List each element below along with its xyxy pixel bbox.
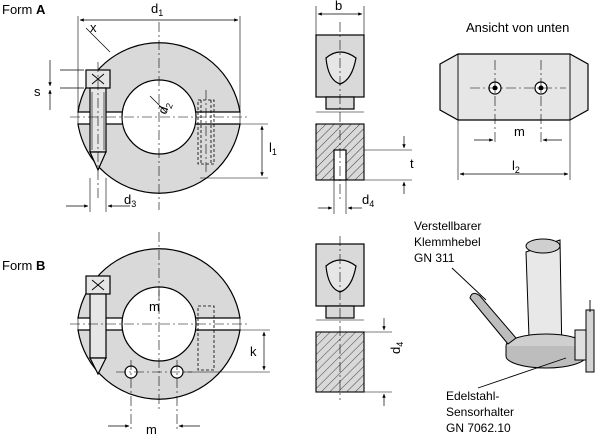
form-b-side-view [315, 236, 392, 406]
form-a-side-view [315, 6, 412, 214]
dim-l2: l2 [512, 158, 520, 175]
dim-x: x [90, 20, 97, 35]
accessory-illustration [469, 238, 595, 373]
form-a-front-view [70, 22, 250, 210]
dim-k: k [250, 344, 257, 359]
dim-t: t [410, 156, 414, 171]
dim-s: s [34, 84, 41, 99]
dim-d1: d1 [151, 1, 163, 18]
view-from-below-label: Ansicht von unten [466, 20, 569, 35]
accessory-leaders [451, 267, 567, 389]
dim-m-below: m [514, 124, 525, 139]
callout-lever: Verstellbarer Klemmhebel GN 311 [414, 219, 485, 265]
dim-d4-b: d4 [388, 342, 405, 354]
dim-d3: d3 [124, 192, 136, 209]
dim-b: b [335, 0, 342, 13]
form-a-label: Form A [2, 2, 46, 17]
dim-l1: l1 [269, 140, 277, 157]
dim-d4-a: d4 [362, 192, 374, 209]
dim-m-form-a: m [149, 299, 160, 314]
dim-d2: d2 [155, 99, 175, 116]
dim-m-form-b: m [146, 422, 157, 437]
form-b-front-view [70, 232, 250, 432]
view-from-below [439, 53, 589, 180]
form-b-label: Form B [2, 258, 45, 273]
form-b-k-dimension [184, 329, 270, 373]
callout-sensor: Edelstahl- Sensorhalter GN 7062.10 [446, 389, 517, 435]
form-a-front-dimensions [48, 16, 268, 212]
